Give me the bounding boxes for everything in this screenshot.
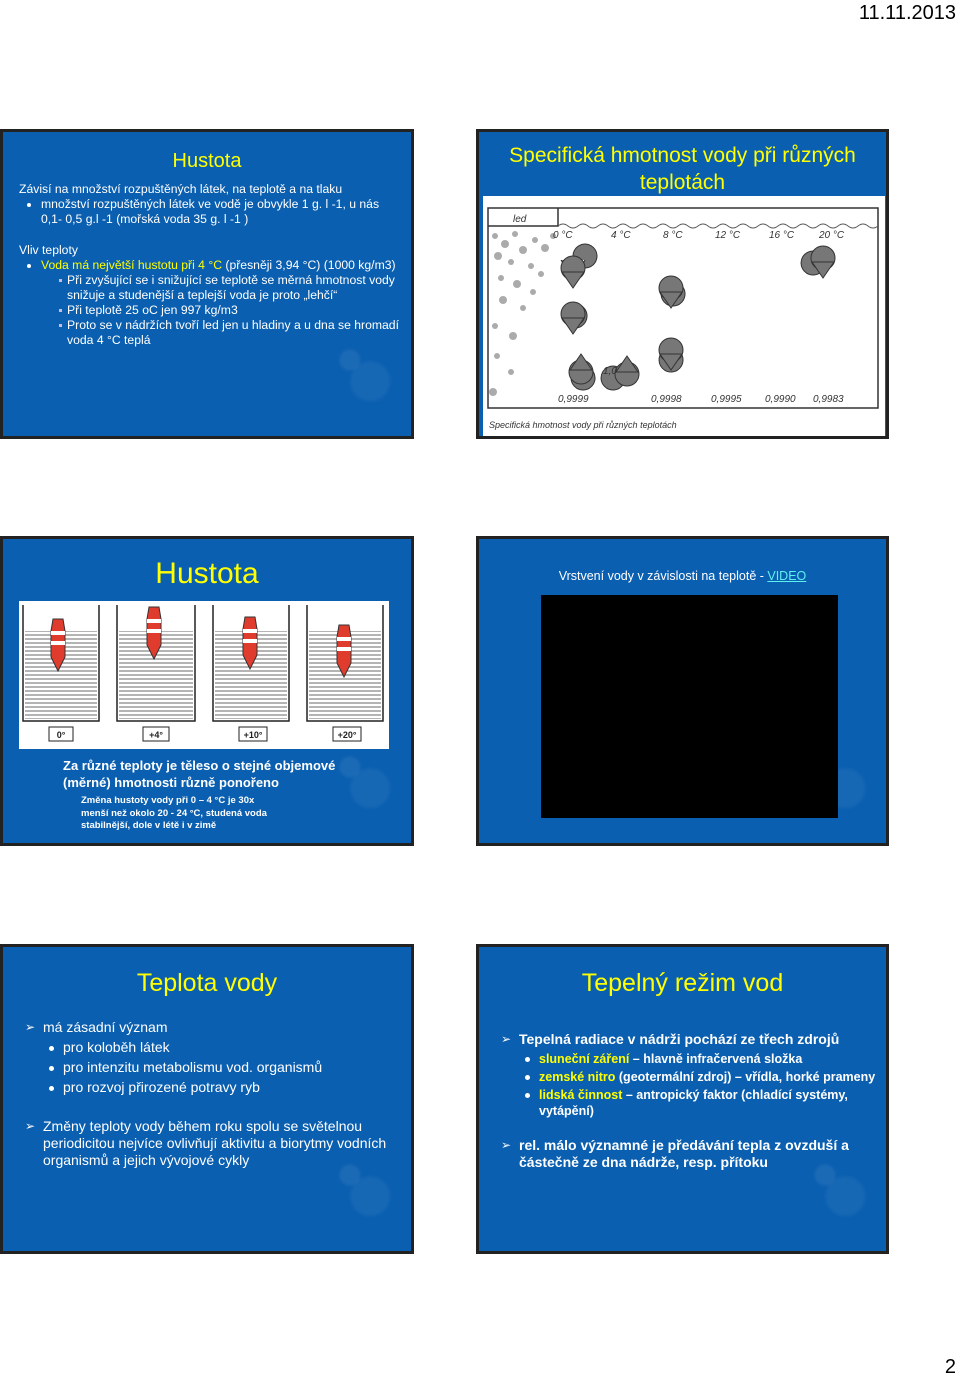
slide-title: Vrstvení vody v závislosti na teplotě - … xyxy=(558,569,807,583)
intro-text: Závisí na množství rozpuštěných látek, n… xyxy=(19,182,343,196)
density-value: 0,9983 xyxy=(813,394,844,405)
slide-teplota-vody: Teplota vody má zásadní význam pro kolob… xyxy=(0,944,414,1254)
slide-specific-density: Specifická hmotnost vody při různých tep… xyxy=(476,129,889,439)
sub-bullet-2: Při teplotě 25 oC jen 997 kg/m3 xyxy=(19,303,401,318)
float-20 xyxy=(336,624,352,679)
slide-title: Hustota xyxy=(172,150,242,172)
temp-label: 4 °C xyxy=(611,230,631,241)
density-value: 0,9998 xyxy=(651,394,682,405)
point-significance: má zásadní význam xyxy=(25,1019,403,1036)
bullet-item: sluneční záření – hlavně infračervená sl… xyxy=(501,1051,876,1067)
float-0 xyxy=(50,618,66,673)
float-figure-svg: 0° +4° +10° +20° xyxy=(22,605,384,742)
temp-label: 16 °C xyxy=(769,230,795,241)
slide-body: má zásadní význam pro koloběh látek pro … xyxy=(25,1019,403,1169)
slide-tepelny-rezim: Tepelný režim vod Tepelná radiace v nádr… xyxy=(476,944,889,1254)
temp-label: 8 °C xyxy=(663,230,683,241)
density-figure: led 0 °C 4 °C 8 °C 12 °C 16 °C 20 °C xyxy=(483,196,885,436)
ice-pattern xyxy=(489,231,556,396)
date-header: 11.11.2013 xyxy=(858,2,956,24)
figure-caption: Specifická hmotnost vody při různých tep… xyxy=(489,420,677,430)
caption-main: Za různé teploty je těleso o stejné obje… xyxy=(63,758,336,790)
slide-title: Specifická hmotnost vody při různých tep… xyxy=(509,144,856,194)
float-figure: 0° +4° +10° +20° xyxy=(19,601,389,749)
slide-title: Hustota xyxy=(155,557,259,590)
value-label: 1,0 xyxy=(603,366,617,377)
caption-secondary: Změna hustoty vody při 0 – 4 °C je 30x m… xyxy=(81,795,267,831)
bullet-item: pro rozvoj přirozené potravy ryb xyxy=(25,1079,403,1096)
temp-label: 12 °C xyxy=(715,230,741,241)
slide-title: Tepelný režim vod xyxy=(581,969,784,997)
video-link[interactable]: VIDEO xyxy=(767,569,807,583)
temp-label: 20 °C xyxy=(818,230,845,241)
density-value: 0,9990 xyxy=(765,394,796,405)
sub-bullet-1: Při zvyšující se i snižující se teplotě … xyxy=(19,273,401,303)
slide-video: Vrstvení vody v závislosti na teplotě - … xyxy=(476,536,889,846)
sub-bullet-3: Proto se v nádržích tvoří led jen u hlad… xyxy=(19,318,401,348)
float-4 xyxy=(146,606,162,661)
slide-hustota-text: Hustota Závisí na množství rozpuštěných … xyxy=(0,129,414,439)
bullet-max-density: Voda má největší hustotu při 4 °C (přesn… xyxy=(27,258,401,273)
vliv-heading: Vliv teploty xyxy=(19,243,78,257)
slide-body: Tepelná radiace v nádrži pochází ze třec… xyxy=(501,1031,876,1171)
slide-body: Závisí na množství rozpuštěných látek, n… xyxy=(19,182,401,348)
temp-label: +10° xyxy=(244,730,263,740)
bullet-item: pro intenzitu metabolismu vod. organismů xyxy=(25,1059,403,1076)
slide-hustota-figure: Hustota xyxy=(0,536,414,846)
bullet-item: zemské nitro (geotermální zdroj) – vřídl… xyxy=(501,1069,876,1085)
slide-title: Teplota vody xyxy=(136,969,278,997)
ice-label: led xyxy=(513,214,527,225)
max-density-highlight: Voda má největší hustotu při 4 °C xyxy=(41,258,223,272)
point-seasonal-changes: Změny teploty vody během roku spolu se s… xyxy=(25,1118,403,1169)
point-air-transfer: rel. málo významné je předávání tepla z … xyxy=(501,1137,876,1171)
temp-label: +20° xyxy=(338,730,357,740)
temp-label: 0 °C xyxy=(553,230,573,241)
bullet-item: lidská činnost – antropický faktor (chla… xyxy=(501,1087,876,1119)
temp-label: 0° xyxy=(57,730,66,740)
temp-label: +4° xyxy=(149,730,163,740)
density-figure-svg: led 0 °C 4 °C 8 °C 12 °C 16 °C 20 °C xyxy=(487,207,879,430)
page-number: 2 xyxy=(944,1356,956,1378)
point-radiation-sources: Tepelná radiace v nádrži pochází ze třec… xyxy=(501,1031,876,1048)
bullet-dissolved: množství rozpuštěných látek ve vodě je o… xyxy=(27,197,401,227)
bullet-item: pro koloběh látek xyxy=(25,1039,403,1056)
density-value: 0,9995 xyxy=(711,394,742,405)
density-value: 0,9999 xyxy=(558,394,589,405)
float-10 xyxy=(242,616,258,671)
video-player[interactable] xyxy=(541,595,838,818)
